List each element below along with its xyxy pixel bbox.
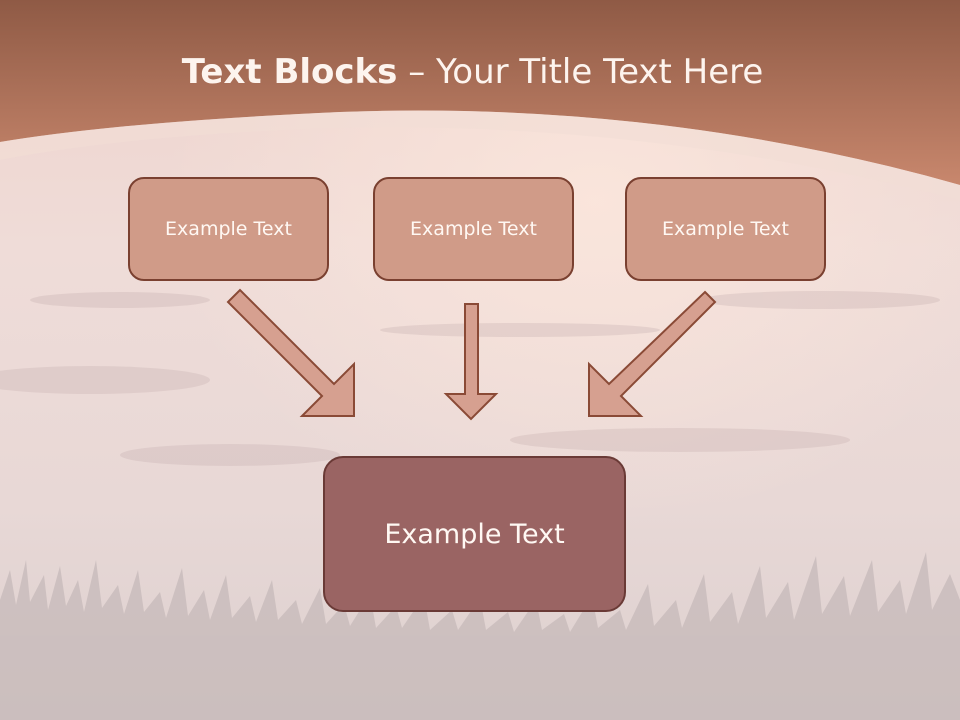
title-rest: Your Title Text Here [436, 52, 764, 92]
text-block-2-label: Example Text [410, 218, 537, 240]
header-band [0, 0, 960, 185]
title-bold: Text Blocks [181, 52, 398, 92]
arrow-right [588, 290, 717, 417]
header-swoosh [0, 110, 960, 200]
main-text-block[interactable]: Example Text [323, 456, 626, 612]
arrow-left [226, 288, 355, 417]
slide-title: Text Blocks – Your Title Text Here [0, 52, 945, 92]
title-dash: – [397, 52, 437, 92]
main-text-block-label: Example Text [384, 518, 565, 550]
arrow-center [443, 303, 499, 421]
text-block-1[interactable]: Example Text [128, 177, 329, 281]
text-block-1-label: Example Text [165, 218, 292, 240]
clouds [0, 291, 940, 466]
text-block-3-label: Example Text [662, 218, 789, 240]
text-block-3[interactable]: Example Text [625, 177, 826, 281]
grass [0, 552, 960, 720]
text-block-2[interactable]: Example Text [373, 177, 574, 281]
